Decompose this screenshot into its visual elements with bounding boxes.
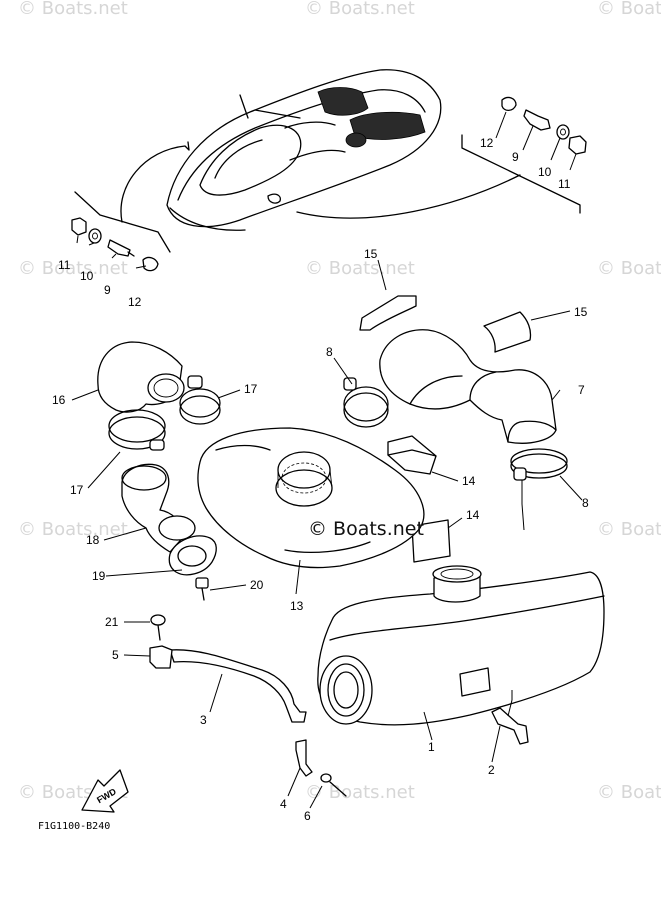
- rubber-pad-15-upper: [359, 295, 417, 331]
- watermark: © Boats.net: [597, 0, 661, 19]
- callout-14: 14: [462, 474, 476, 488]
- inset-bracket-right-arc: [296, 174, 521, 219]
- watermark: © Boats.net: [18, 519, 128, 540]
- callout-20: 20: [250, 578, 264, 592]
- hose-clamp-17-lower: [108, 409, 166, 451]
- callout-10: 10: [538, 165, 552, 179]
- watercraft-illustration: [166, 69, 442, 231]
- callout-18: 18: [86, 533, 100, 547]
- callout-15: 15: [364, 247, 378, 261]
- watermark-layer: © Boats.net © Boats.net © Boats.net © Bo…: [18, 0, 661, 803]
- callout-6: 6: [304, 809, 311, 823]
- exhaust-hose-7: [379, 329, 557, 444]
- callout-3: 3: [200, 713, 207, 727]
- watermark: © Boats.net: [597, 258, 661, 279]
- inset-bracket-left-arc: [120, 141, 190, 223]
- rubber-pad-14-lower: [411, 519, 451, 563]
- callout-labels: 11 10 9 12 12 9 10 11 15 15 7 8 16 17 17…: [52, 136, 589, 823]
- callout-12: 12: [128, 295, 142, 309]
- watermark: © Boats.net: [18, 0, 128, 19]
- callout-9: 9: [512, 150, 519, 164]
- leader-lines: [71, 111, 583, 809]
- hose-clamp-8-lower: [510, 448, 568, 481]
- strap-band-3: [169, 649, 307, 723]
- callout-4: 4: [280, 797, 287, 811]
- bracket-4: [295, 739, 313, 777]
- center-watermark: © Boats.net: [308, 518, 424, 540]
- callout-17: 17: [70, 483, 84, 497]
- callout-1: 1: [428, 740, 435, 754]
- callout-8: 8: [326, 345, 333, 359]
- watermark: © Boats.net: [597, 782, 661, 803]
- hose-clamp-8-upper: [343, 377, 389, 428]
- bolt-20: [195, 577, 209, 601]
- callout-5: 5: [112, 648, 119, 662]
- callout-7: 7: [578, 383, 585, 397]
- callout-19: 19: [92, 569, 106, 583]
- fwd-arrow: FWD: [81, 769, 129, 813]
- watermark: © Boats.net: [305, 258, 415, 279]
- watermark: © Boats.net: [18, 258, 128, 279]
- hose-clamp-17-upper: [179, 375, 221, 425]
- screw-6: [320, 773, 347, 797]
- watermark: © Boats.net: [597, 519, 661, 540]
- callout-2: 2: [488, 763, 495, 777]
- inset-bracket-right: [461, 134, 581, 214]
- watermark: © Boats.net: [305, 782, 415, 803]
- bracket-2: [491, 707, 529, 745]
- callout-10: 10: [80, 269, 94, 283]
- callout-13: 13: [290, 599, 304, 613]
- callout-11: 11: [558, 177, 571, 191]
- holder-5: [149, 645, 173, 669]
- inset-bracket-left: [74, 191, 171, 253]
- callout-16: 16: [52, 393, 66, 407]
- rubber-pad-14-upper: [387, 435, 437, 475]
- callout-14: 14: [466, 508, 480, 522]
- rubber-pad-15-right: [483, 311, 532, 353]
- bolt-21: [150, 614, 166, 641]
- right-fitting-set: [501, 96, 587, 155]
- figure-code: F1G1100-B240: [38, 821, 110, 832]
- callout-15: 15: [574, 305, 588, 319]
- callout-11: 11: [58, 258, 71, 272]
- callout-17: 17: [244, 382, 258, 396]
- gasket-19: [168, 535, 217, 576]
- water-lock-13: [197, 427, 425, 569]
- watermark: © Boats.net: [305, 0, 415, 19]
- callout-8: 8: [582, 496, 589, 510]
- callout-21: 21: [105, 615, 119, 629]
- callout-12: 12: [480, 136, 494, 150]
- left-fitting-set: [71, 217, 159, 272]
- callout-9: 9: [104, 283, 111, 297]
